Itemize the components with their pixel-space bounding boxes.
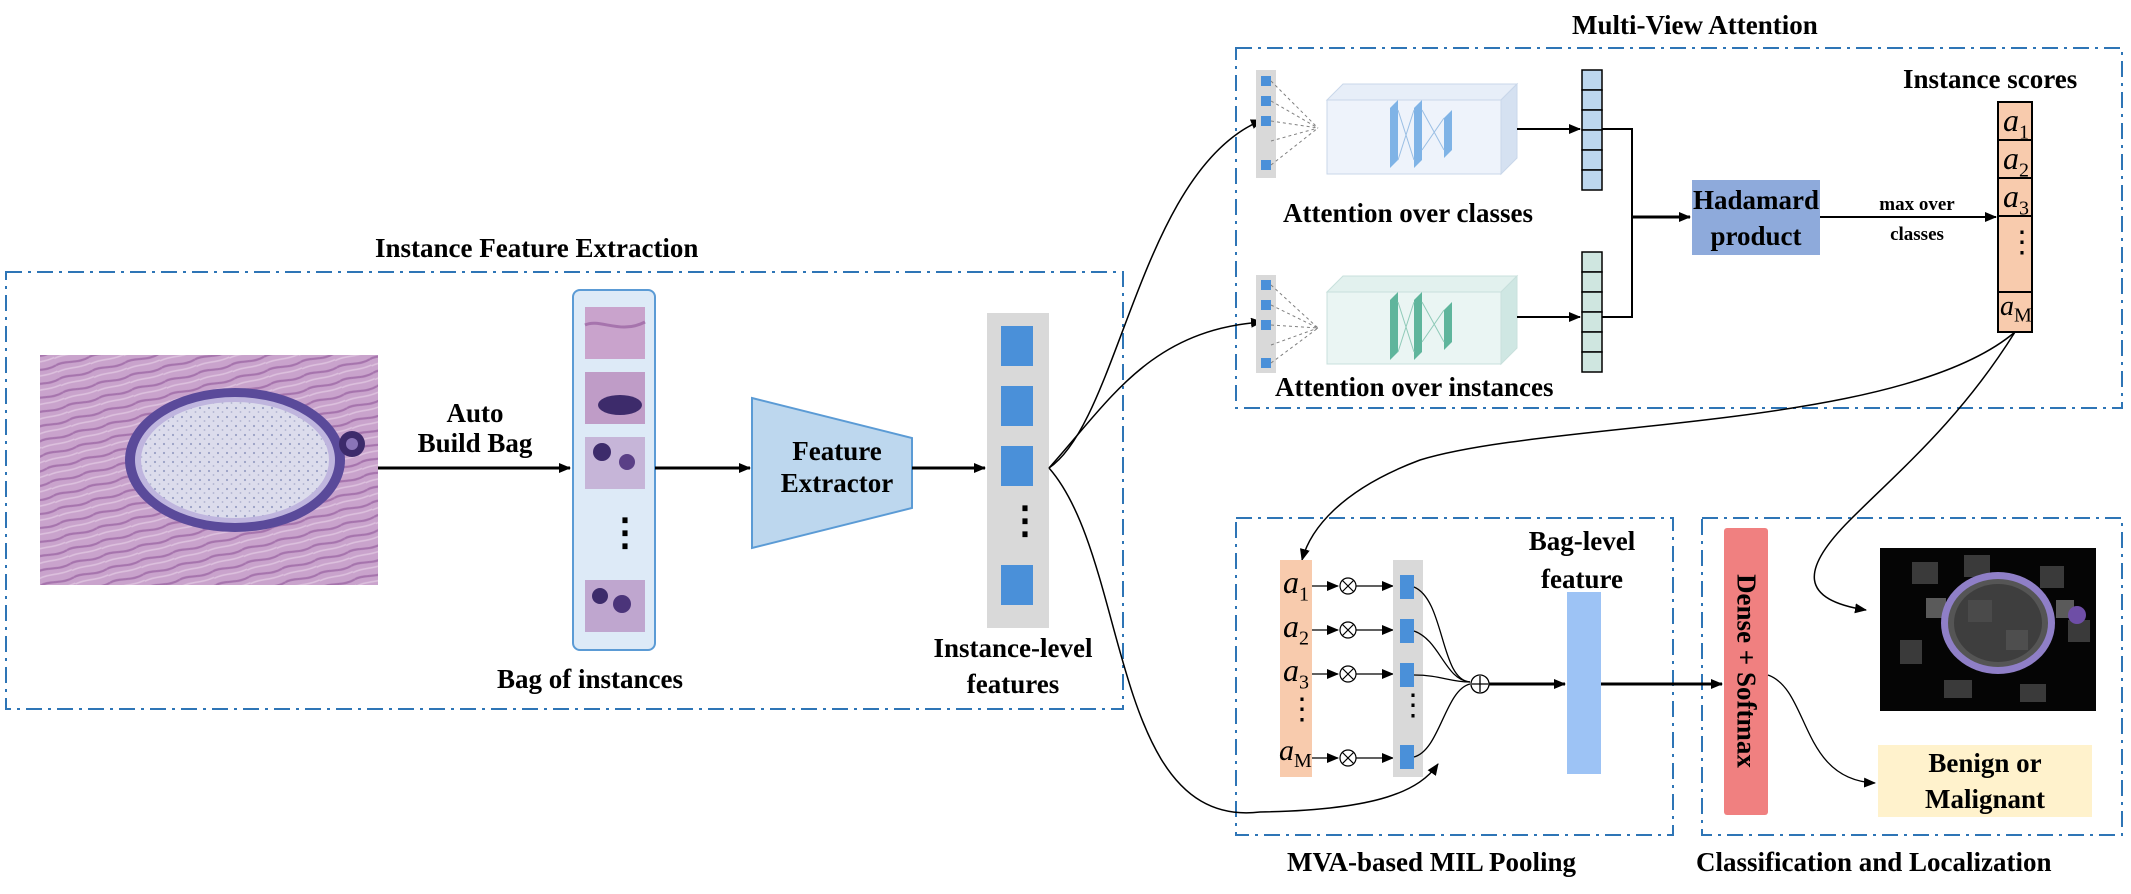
label-bag-of-instances: Bag of instances bbox=[497, 664, 684, 694]
label-hadamard-line1: Hadamard bbox=[1692, 185, 1819, 215]
label-malignant: Malignant bbox=[1924, 784, 2045, 814]
label-attention-classes: Attention over classes bbox=[1283, 198, 1533, 228]
result-box bbox=[1878, 745, 2092, 817]
instance-extraction-frame bbox=[5, 271, 1124, 710]
feature-block bbox=[1001, 446, 1033, 486]
mil-pooling-frame bbox=[1235, 517, 1674, 836]
label-max-over: max over bbox=[1879, 194, 1955, 215]
title-classification: Classification and Localization bbox=[1696, 847, 2052, 877]
feature-block bbox=[1001, 326, 1033, 366]
multi-view-frame bbox=[1235, 47, 2123, 409]
mil-score-dots: ⋮ bbox=[1287, 693, 1317, 726]
title-mil-pooling: MVA-based MIL Pooling bbox=[1287, 847, 1577, 877]
hadamard-box bbox=[1692, 180, 1820, 255]
instance-score-column bbox=[1997, 101, 2033, 333]
bag-level-feature-bar bbox=[1567, 592, 1601, 774]
instance-attention-vector bbox=[1581, 251, 1603, 373]
mil-score-aM: aM bbox=[1279, 734, 1312, 772]
title-multi-view: Multi-View Attention bbox=[1572, 10, 1818, 40]
label-instance-level: Instance-level bbox=[933, 633, 1093, 663]
score-a1: a1 bbox=[2003, 102, 2029, 144]
score-a2: a2 bbox=[2003, 140, 2029, 182]
label-feature-extractor: Feature Extractor bbox=[762, 435, 912, 499]
mil-score-a1: a1 bbox=[1283, 564, 1309, 606]
bag-dots: ⋮ bbox=[606, 512, 644, 554]
label-auto: Auto bbox=[446, 398, 504, 428]
label-feature: Feature bbox=[792, 436, 882, 466]
label-max-over-classes: max over classes bbox=[1862, 190, 1972, 250]
feature-block bbox=[1001, 386, 1033, 426]
feature-block bbox=[1001, 565, 1033, 605]
attention-net-classes bbox=[1325, 82, 1519, 176]
label-bag-level-feature: Bag-level feature bbox=[1512, 522, 1652, 598]
dense-softmax-bar bbox=[1724, 528, 1768, 815]
label-benign: Benign or bbox=[1928, 748, 2042, 778]
class-attention-vector bbox=[1581, 69, 1603, 191]
histology-image bbox=[40, 355, 378, 585]
label-instance-scores: Instance scores bbox=[1903, 64, 2078, 94]
score-a3: a3 bbox=[2003, 178, 2029, 220]
title-instance-extraction: Instance Feature Extraction bbox=[375, 233, 699, 263]
label-instance-level-features: Instance-level features bbox=[918, 630, 1108, 702]
attention-net-instances bbox=[1325, 274, 1519, 366]
label-features: features bbox=[966, 669, 1060, 699]
feature-dots: ⋮ bbox=[1006, 500, 1044, 542]
feature-extractor bbox=[751, 396, 913, 550]
label-build-bag: Build Bag bbox=[417, 428, 533, 458]
label-extractor: Extractor bbox=[780, 468, 894, 498]
label-bag-level: Bag-level bbox=[1528, 526, 1636, 556]
localization-heatmap bbox=[1880, 548, 2096, 711]
score-column-mil bbox=[1280, 560, 1312, 777]
multiply-icon bbox=[1339, 577, 1357, 767]
score-aM: aM bbox=[2000, 291, 2032, 327]
mil-score-a3: a3 bbox=[1283, 652, 1309, 694]
label-classes: classes bbox=[1890, 224, 1944, 245]
label-hadamard-line2: product bbox=[1710, 221, 1802, 251]
score-dots: ⋮ bbox=[2007, 226, 2037, 259]
label-hadamard: Hadamard product bbox=[1692, 182, 1820, 254]
label-result: Benign or Malignant bbox=[1878, 745, 2092, 817]
classification-frame bbox=[1701, 517, 2123, 836]
label-attention-instances: Attention over instances bbox=[1275, 372, 1554, 402]
sum-icon bbox=[1470, 674, 1490, 694]
label-feature-2: feature bbox=[1541, 564, 1623, 594]
instance-patches bbox=[584, 307, 646, 632]
weighted-dots: ⋮ bbox=[1398, 689, 1428, 722]
label-dense-softmax: Dense + Softmax bbox=[1731, 574, 1762, 768]
mil-score-a2: a2 bbox=[1283, 608, 1309, 650]
label-auto-build-bag: Auto Build Bag bbox=[410, 398, 540, 458]
